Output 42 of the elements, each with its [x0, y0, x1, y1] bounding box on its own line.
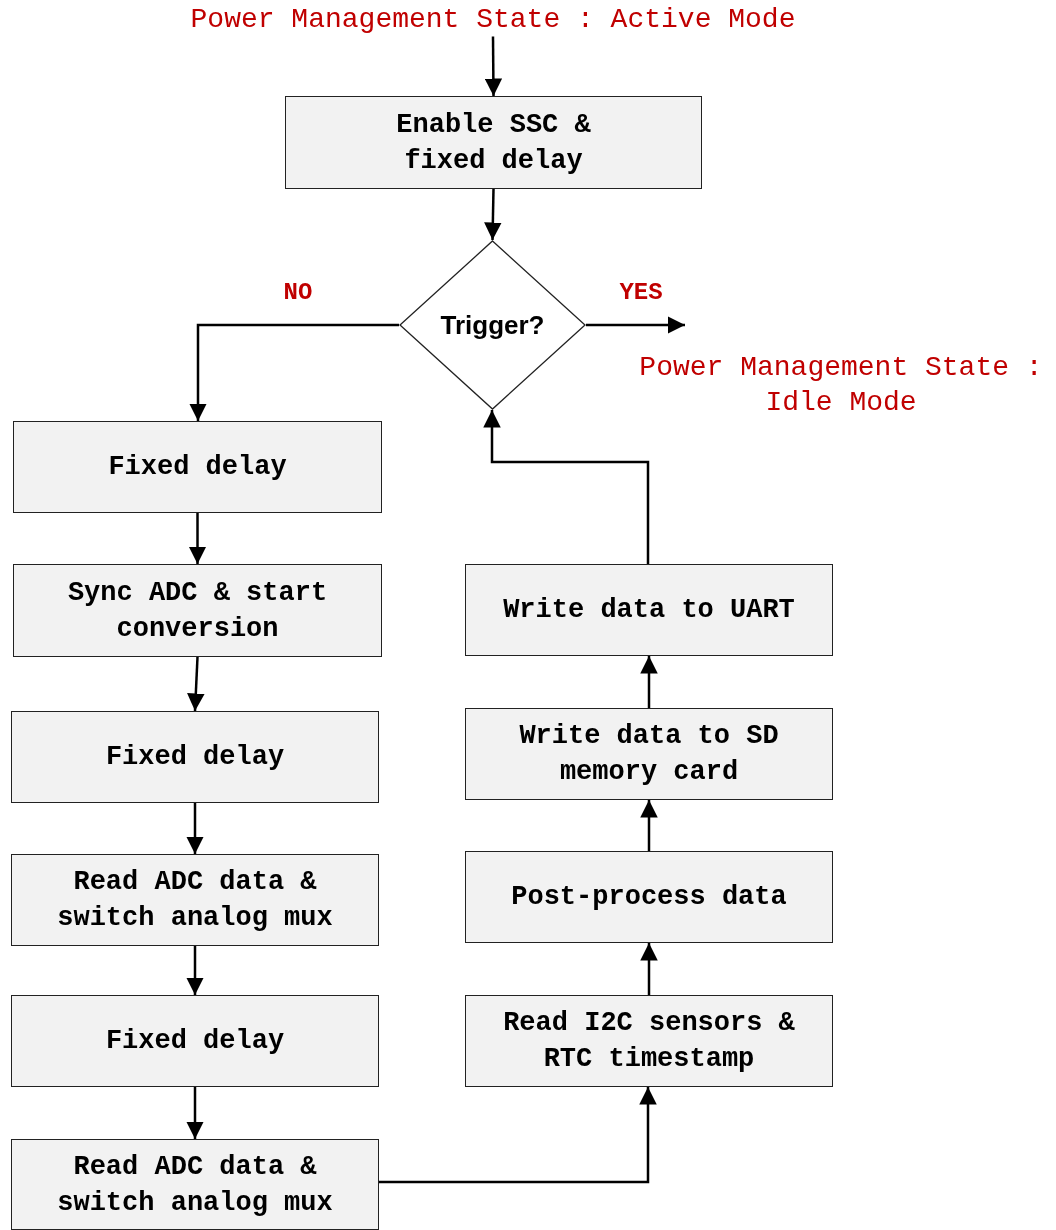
- step-text: Fixed delay: [107, 451, 288, 484]
- arrow: [186, 946, 204, 995]
- arrow: [187, 656, 205, 712]
- process-box: [465, 564, 833, 656]
- arrow: [186, 1087, 204, 1139]
- step-text: Read ADC data & switch analog mux: [56, 1150, 334, 1220]
- arrow: [640, 656, 658, 708]
- process-box: [13, 564, 382, 657]
- step-text: Read I2C sensors & RTC timestamp: [502, 1007, 796, 1076]
- state-label: Power Management State : Active Mode: [190, 2, 796, 37]
- step-text: Write data to UART: [502, 594, 796, 627]
- arrow: [379, 1087, 657, 1184]
- process-box: [13, 421, 382, 513]
- arrow: [483, 410, 650, 564]
- arrow: [640, 943, 658, 995]
- arrow: [186, 803, 204, 854]
- process-box: [465, 995, 833, 1087]
- state-label: Power Management State : Idle Mode: [638, 351, 1044, 420]
- arrow: [484, 36, 503, 96]
- step-text: Read ADC data & switch analog mux: [56, 866, 334, 935]
- process-box: [11, 711, 379, 803]
- process-box: [11, 1139, 379, 1230]
- arrow: [586, 316, 685, 334]
- step-text: Enable SSC & fixed delay: [395, 108, 592, 178]
- arrow: [188, 513, 207, 564]
- decision-diamond: [399, 240, 586, 410]
- arrow: [484, 188, 502, 241]
- process-box: [465, 708, 833, 800]
- step-text: Fixed delay: [104, 741, 286, 774]
- process-box: [285, 96, 702, 189]
- step-text: Write data to SD memory card: [518, 720, 780, 789]
- process-box: [11, 854, 379, 946]
- process-box: [11, 995, 379, 1087]
- process-box: [465, 851, 833, 943]
- edge-label: NO: [283, 278, 313, 306]
- arrow: [640, 800, 658, 851]
- edge-label: YES: [619, 278, 663, 306]
- step-text: Fixed delay: [104, 1025, 286, 1058]
- step-text: Post-process data: [510, 881, 788, 914]
- step-text: Trigger?: [439, 309, 546, 342]
- arrow: [189, 323, 399, 421]
- step-text: Sync ADC & start conversion: [66, 576, 329, 646]
